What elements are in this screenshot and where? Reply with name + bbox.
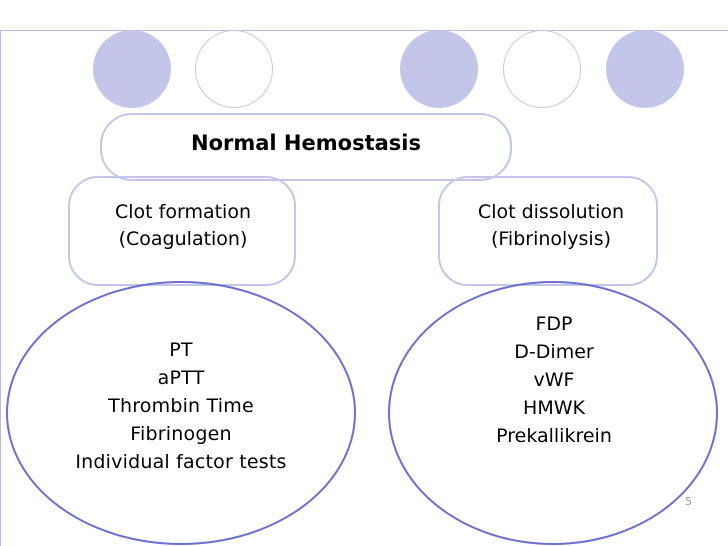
left-branch-ellipse (6, 281, 356, 545)
right-branch-heading-line1: Clot dissolution (477, 201, 625, 223)
right-branch-test-list: FDP D-Dimer vWF HMWK Prekallikrein (496, 313, 612, 447)
decorative-circle-outline (195, 30, 273, 108)
right-branch-ellipse (388, 281, 718, 545)
decorative-circle-filled (606, 30, 684, 108)
top-divider (0, 30, 728, 31)
left-divider (0, 30, 1, 546)
left-branch-test-list: PT aPTT Thrombin Time Fibrinogen Individ… (75, 339, 287, 473)
decorative-circle-filled (93, 30, 171, 108)
decorative-circle-outline (503, 30, 581, 108)
left-branch-heading-line1: Clot formation (115, 201, 251, 223)
right-branch-heading: Clot dissolution (Fibrinolysis) (440, 199, 662, 253)
decorative-circle-filled (400, 30, 478, 108)
left-branch-heading: Clot formation (Coagulation) (70, 199, 296, 253)
right-branch-heading-line2: (Fibrinolysis) (490, 228, 612, 250)
diagram-title: Normal Hemostasis (191, 131, 421, 155)
title-banner-outline (100, 113, 512, 181)
page-number: 5 (685, 495, 692, 508)
left-branch-heading-line2: (Coagulation) (118, 228, 248, 250)
